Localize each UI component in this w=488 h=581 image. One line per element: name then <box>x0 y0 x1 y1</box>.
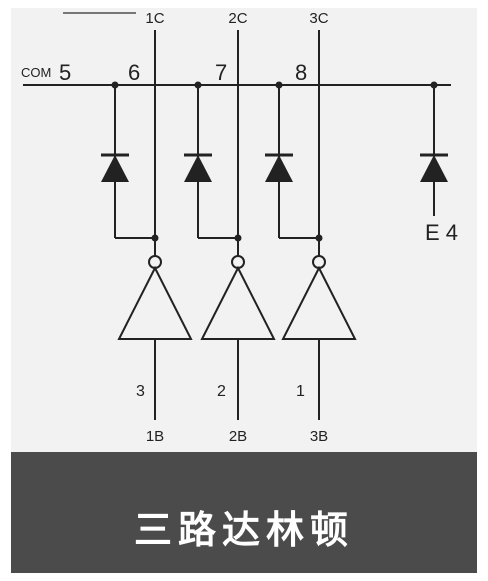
com-pin-label: 5 <box>59 60 71 85</box>
inverter-triangle <box>200 265 276 340</box>
caption-text: 三路达林顿 <box>133 508 354 552</box>
input-label: 1B <box>146 428 164 445</box>
inverter-triangle <box>281 265 357 340</box>
input-pin-label: 1 <box>296 383 305 400</box>
inverter-triangle <box>117 265 193 340</box>
caption-bar: 三路达林顿 <box>11 452 477 573</box>
input-label: 2B <box>229 428 247 445</box>
input-label: 3B <box>310 428 328 445</box>
darlington-schematic: COM 5 1C 6 3 1B 2C 7 2 2B 3C 8 1 3B E 4 <box>21 10 458 445</box>
input-pin-label: 2 <box>217 383 226 400</box>
emitter-label: E 4 <box>425 220 458 245</box>
emitter-diode-triangle <box>420 155 448 182</box>
com-label: COM <box>21 65 51 80</box>
collector-pin-label: 7 <box>215 60 227 85</box>
collector-label: 2C <box>228 10 247 27</box>
collector-label: 1C <box>145 10 164 27</box>
collector-pin-label: 8 <box>295 60 307 85</box>
figure-frame: COM 5 1C 6 3 1B 2C 7 2 2B 3C 8 1 3B E 4 三路达林顿 <box>11 8 477 573</box>
collector-pin-label: 6 <box>128 60 140 85</box>
diode-triangle <box>265 155 293 182</box>
input-pin-label: 3 <box>136 383 145 400</box>
collector-label: 3C <box>309 10 328 27</box>
diode-triangle <box>101 155 129 182</box>
diode-triangle <box>184 155 212 182</box>
